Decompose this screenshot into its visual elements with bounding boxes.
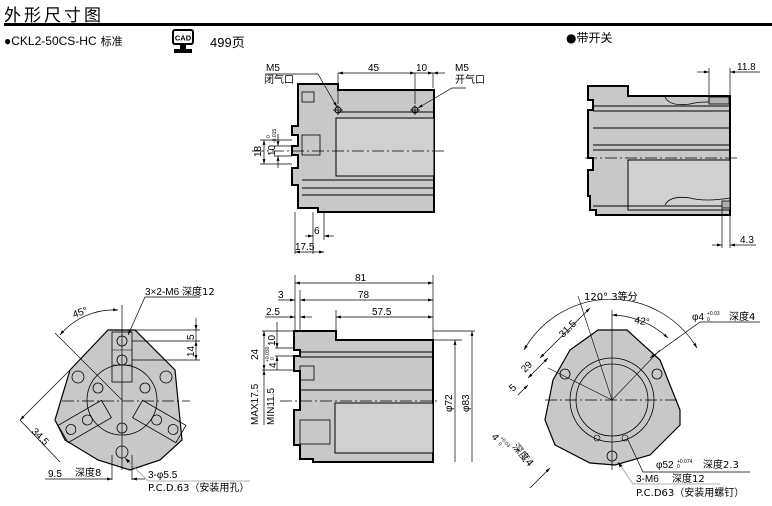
dim-9-5: 9.5	[48, 469, 62, 480]
angle-42: 42°	[633, 315, 650, 328]
dim-14: 14	[186, 345, 197, 357]
side-view-bottom	[262, 275, 475, 463]
port-open-size: M5	[455, 63, 469, 74]
screw-label: 3-M6	[636, 474, 659, 485]
dim-18: 18	[253, 145, 264, 157]
recess-label: φ52	[656, 460, 674, 471]
recess-tol-lower: 0	[677, 464, 680, 470]
cad-monitor-icon[interactable]: CAD	[171, 28, 195, 54]
model-number: CKL2-50CS-HC	[11, 34, 97, 48]
pin-tol-upper: +0.03	[707, 311, 720, 317]
angle-45: 45°	[71, 305, 89, 321]
depth-8: 深度8	[75, 466, 101, 479]
slot-depth: 深度4	[510, 441, 537, 470]
tol-10-upper: 0	[266, 135, 272, 138]
cad-page-reference[interactable]: 499页	[210, 35, 245, 50]
max-stroke-label: MAX17.5	[250, 383, 261, 425]
tap-label: 3×2-M6	[145, 287, 180, 298]
recess-tol-upper: +0.074	[677, 459, 693, 465]
port-close-size: M5	[266, 63, 280, 74]
dim-5-rear: 5	[507, 382, 519, 394]
screw-depth: 深度12	[672, 472, 705, 485]
slot-label: 4	[489, 432, 501, 444]
dim-4-3: 4.3	[740, 235, 754, 246]
dim-45: 45	[368, 63, 380, 74]
tol-10-lower: -0.015	[272, 129, 278, 143]
dim-81: 81	[355, 273, 367, 284]
dim-57-5: 57.5	[372, 307, 392, 318]
page-title: 外形尺寸图	[4, 6, 104, 26]
dia-83: φ83	[461, 394, 472, 412]
tol-4-lower: 0	[270, 357, 276, 360]
title-rule	[4, 23, 772, 26]
side-view-top	[252, 71, 466, 254]
hole-label: 3-φ5.5	[148, 470, 178, 481]
dim-4: 4	[268, 362, 279, 368]
dim-10-top: 10	[416, 63, 428, 74]
dim-31-5: 31.5	[557, 318, 579, 340]
standard-label: 标准	[100, 35, 123, 48]
front-view	[19, 296, 250, 482]
pin-depth: 深度4	[729, 310, 755, 323]
dim-3: 3	[278, 290, 284, 301]
dim-6: 6	[314, 226, 320, 237]
dia-72: φ72	[444, 394, 455, 412]
min-stroke-label: MIN11.5	[266, 388, 277, 425]
dim-17-5: 17.5	[295, 242, 315, 253]
dim-78: 78	[358, 290, 370, 301]
pcd-mount-hole-label: P.C.D.63（安装用孔）	[148, 481, 249, 494]
rear-view	[517, 295, 760, 489]
dim-5-front: 5	[186, 334, 197, 340]
cad-icon-text: CAD	[175, 34, 192, 43]
tol-4-upper: +0.030	[265, 346, 271, 362]
dim-10-bottom: 10	[267, 334, 278, 346]
pin-hole-label: φ4	[692, 312, 704, 323]
pin-tol-lower: 0	[707, 317, 710, 323]
tap-depth: 深度12	[182, 285, 215, 298]
dim-11-8: 11.8	[737, 62, 756, 73]
pcd-mount-screw-label: P.C.D63（安装用螺钉）	[636, 486, 744, 499]
recess-depth: 深度2.3	[703, 458, 739, 471]
angle-120-label: 120° 3等分	[584, 290, 638, 303]
slot-tol-lower: 0	[496, 441, 503, 447]
switch-side-view	[585, 68, 760, 248]
port-close-label: 闭气口	[264, 73, 294, 86]
port-open-label: 开气口	[455, 73, 485, 86]
dim-34-5: 34.5	[29, 426, 51, 448]
model-bullet: ●	[4, 34, 12, 48]
dim-2-5: 2.5	[266, 307, 280, 318]
dim-10-left: 10	[267, 144, 278, 156]
switch-section-label: ●带开关	[566, 31, 613, 45]
dim-24: 24	[250, 348, 261, 360]
